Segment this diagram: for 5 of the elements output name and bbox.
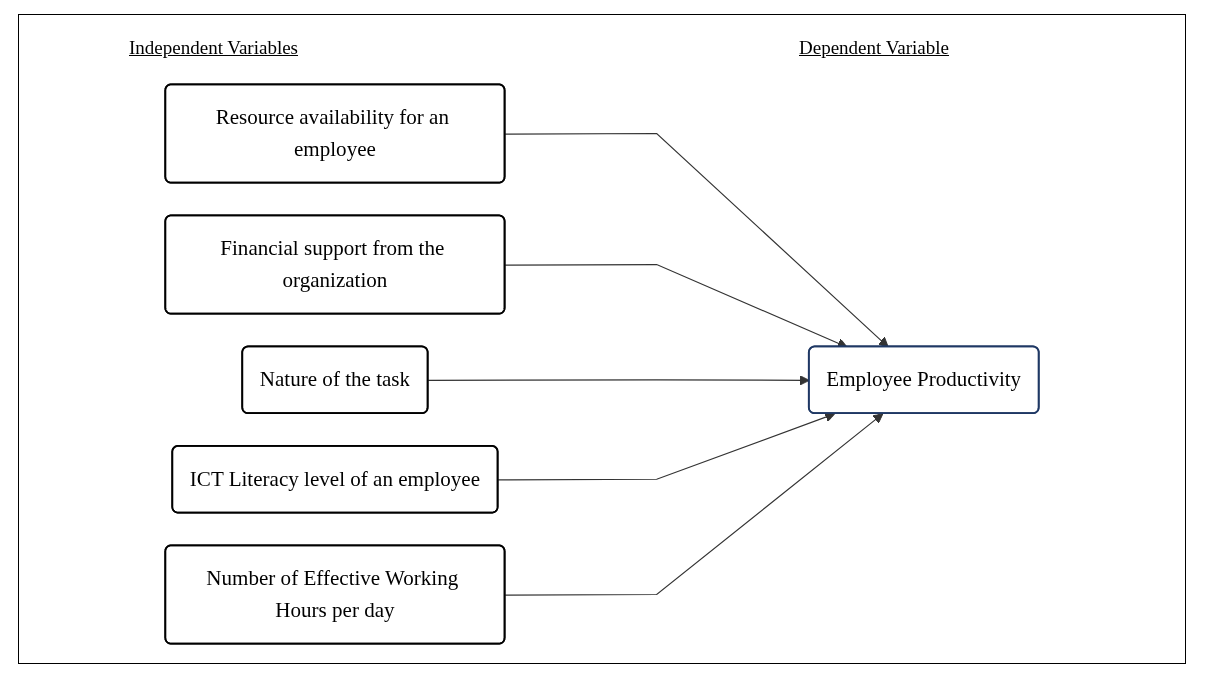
arrow xyxy=(497,412,836,481)
arrow xyxy=(504,132,889,348)
section-heading: Dependent Variable xyxy=(799,37,949,59)
section-heading: Independent Variables xyxy=(129,37,298,59)
arrow xyxy=(504,413,884,596)
